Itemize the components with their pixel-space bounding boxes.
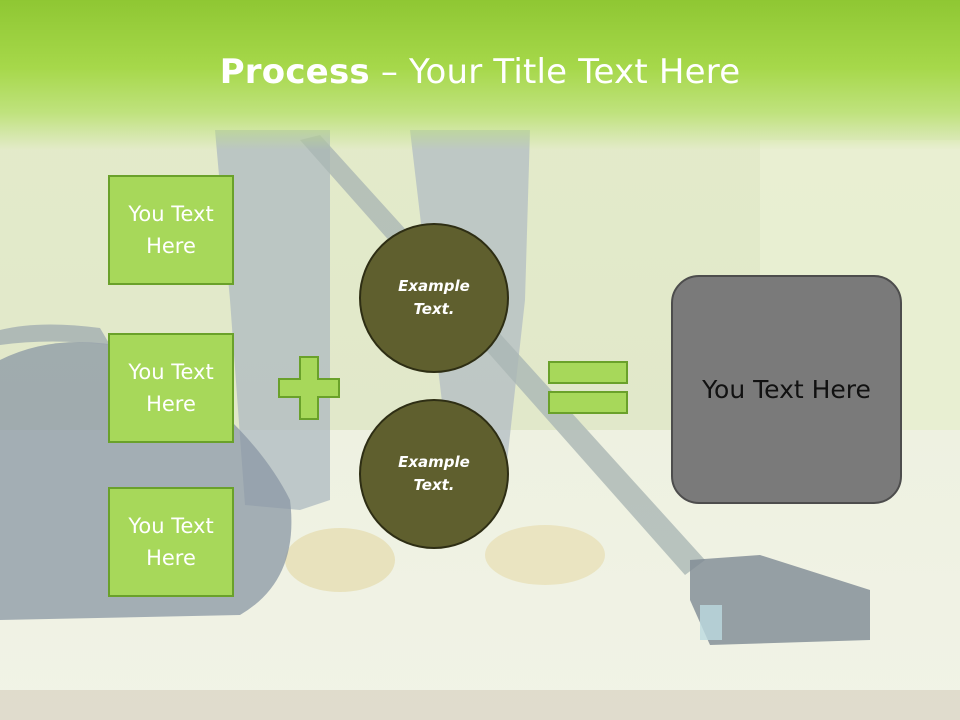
example-circle-1-label: Example Text. bbox=[398, 277, 470, 318]
equals-icon bbox=[548, 361, 628, 414]
result-box[interactable]: You Text Here bbox=[671, 275, 902, 504]
page-title: Process – Your Title Text Here bbox=[0, 52, 960, 92]
text-box-2[interactable]: You Text Here bbox=[108, 333, 234, 443]
text-box-1-label: You Text Here bbox=[128, 202, 214, 258]
title-band bbox=[0, 0, 960, 150]
example-circle-2[interactable]: Example Text. bbox=[359, 399, 509, 549]
example-circle-1[interactable]: Example Text. bbox=[359, 223, 509, 373]
text-box-3-label: You Text Here bbox=[128, 514, 214, 570]
text-box-3[interactable]: You Text Here bbox=[108, 487, 234, 597]
plus-icon bbox=[278, 356, 340, 420]
text-box-2-label: You Text Here bbox=[128, 360, 214, 416]
text-box-1[interactable]: You Text Here bbox=[108, 175, 234, 285]
title-rest: – Your Title Text Here bbox=[369, 52, 741, 92]
title-bold: Process bbox=[219, 52, 370, 92]
example-circle-2-label: Example Text. bbox=[398, 453, 470, 494]
result-box-label: You Text Here bbox=[702, 375, 871, 404]
